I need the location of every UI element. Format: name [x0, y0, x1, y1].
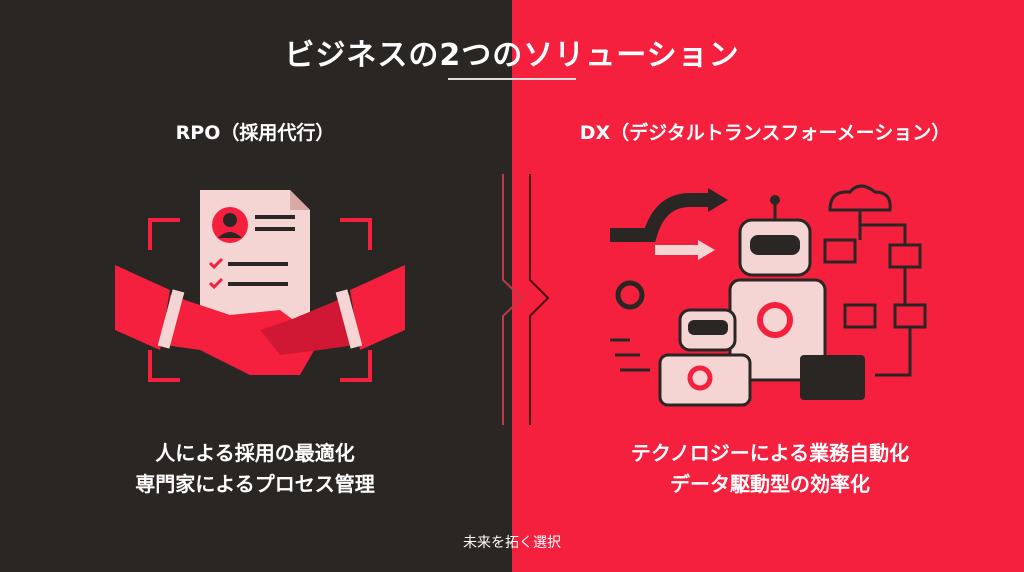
handshake-resume-icon	[115, 190, 405, 382]
footer-tagline: 未来を拓く選択	[463, 535, 561, 551]
chevron-divider-icon	[502, 174, 550, 425]
dx-description: テクノロジーによる業務自動化 データ駆動型の効率化	[560, 438, 980, 500]
rpo-heading: RPO（採用代行）	[175, 122, 335, 144]
rpo-description: 人による採用の最適化 専門家によるプロセス管理	[60, 438, 450, 500]
dx-heading: DX（デジタルトランスフォーメーション）	[579, 122, 951, 144]
title-underline	[448, 78, 576, 80]
rpo-line-1: 人による採用の最適化	[155, 441, 355, 465]
page-title: ビジネスの2つのソリューション	[284, 38, 740, 73]
rpo-line-2: 専門家によるプロセス管理	[135, 472, 375, 496]
dx-line-1: テクノロジーによる業務自動化	[630, 441, 910, 465]
robots-automation-icon	[610, 184, 927, 407]
dx-line-2: データ駆動型の効率化	[670, 472, 870, 496]
